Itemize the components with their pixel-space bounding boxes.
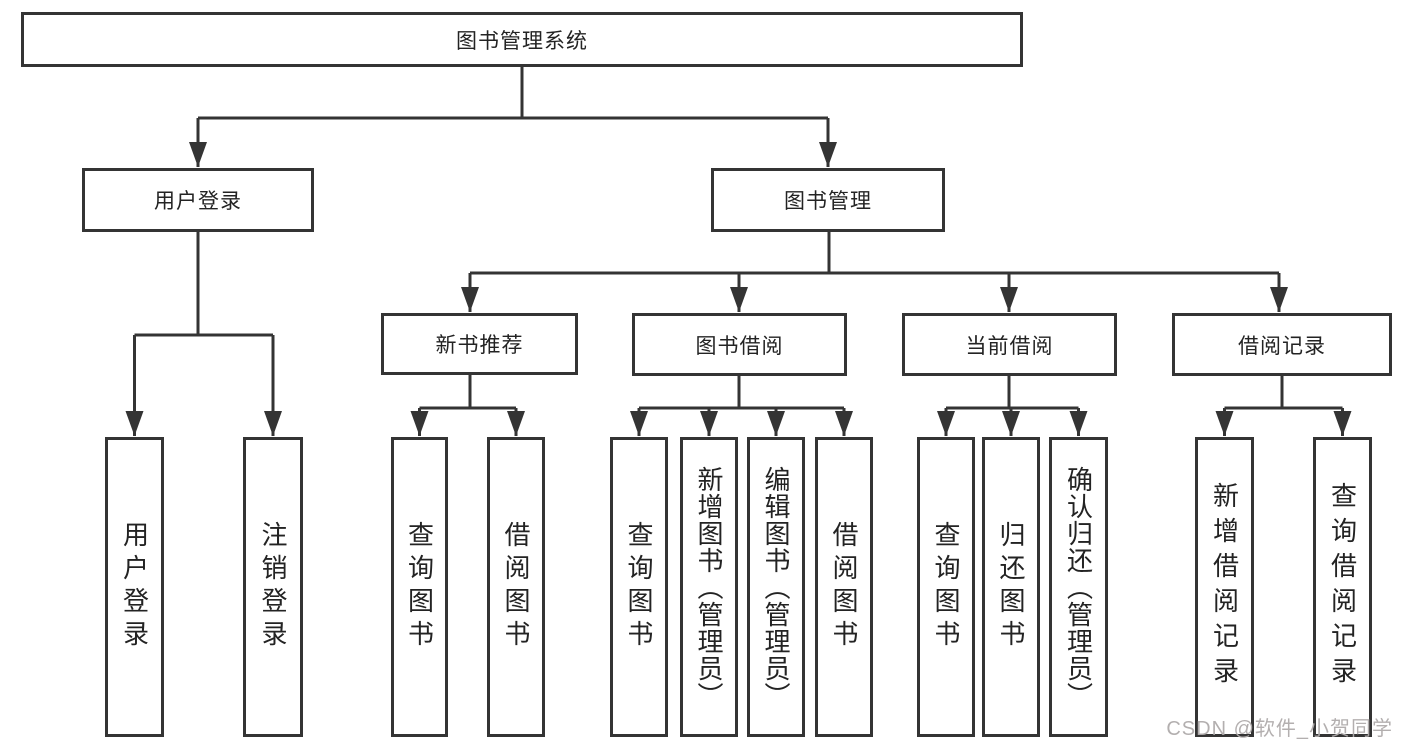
leaf-query-books-recommend-label: 查询图书 <box>404 521 435 653</box>
connector-trunks <box>134 67 1343 410</box>
leaf-query-books-borrow-label: 查询图书 <box>624 521 654 653</box>
leaf-query-books-recommend: 查询图书 <box>391 437 448 737</box>
leaf-return-book: 归还图书 <box>982 437 1040 737</box>
leaf-query-books-current-label: 查询图书 <box>931 521 961 653</box>
leaf-logout: 注销登录 <box>243 437 303 737</box>
node-library-system-label: 图书管理系统 <box>456 29 588 53</box>
node-user-login-group: 用户登录 <box>82 168 314 232</box>
watermark: CSDN @软件_小贺同学 <box>1166 718 1393 740</box>
leaf-add-book-admin: 新增图书（管理员） <box>680 437 738 737</box>
node-new-book-recommend-label: 新书推荐 <box>435 334 524 357</box>
leaf-borrow-books-borrow-label: 借阅图书 <box>829 521 859 653</box>
leaf-query-borrow-record: 查询借阅记录 <box>1313 437 1372 737</box>
leaf-return-book-label: 归还图书 <box>996 521 1026 653</box>
leaf-add-borrow-record: 新增借阅记录 <box>1195 437 1254 737</box>
leaf-borrow-books-borrow: 借阅图书 <box>815 437 873 737</box>
leaf-borrow-books-recommend: 借阅图书 <box>487 437 545 737</box>
leaf-add-borrow-record-label: 新增借阅记录 <box>1209 482 1240 692</box>
node-current-borrow: 当前借阅 <box>902 313 1117 376</box>
node-current-borrow-label: 当前借阅 <box>965 334 1054 358</box>
leaf-query-books-borrow: 查询图书 <box>610 437 668 737</box>
node-book-management-label: 图书管理 <box>784 190 872 213</box>
leaf-logout-label: 注销登录 <box>258 521 288 653</box>
leaf-user-login: 用户登录 <box>105 437 164 737</box>
leaf-query-borrow-record-label: 查询借阅记录 <box>1327 482 1358 692</box>
node-borrow-records-label: 借阅记录 <box>1238 334 1326 358</box>
node-new-book-recommend: 新书推荐 <box>381 313 578 375</box>
leaf-query-books-current: 查询图书 <box>917 437 975 737</box>
leaf-user-login-label: 用户登录 <box>119 521 150 653</box>
node-borrow-records: 借阅记录 <box>1172 313 1392 376</box>
leaf-confirm-return-admin: 确认归还（管理员） <box>1049 437 1108 737</box>
node-book-borrow: 图书借阅 <box>632 313 847 376</box>
connector-arrows <box>125 118 1352 436</box>
leaf-borrow-books-recommend-label: 借阅图书 <box>501 521 531 653</box>
node-user-login-group-label: 用户登录 <box>154 190 242 213</box>
leaf-add-book-admin-label: 新增图书（管理员） <box>694 465 724 709</box>
node-book-borrow-label: 图书借阅 <box>695 334 784 358</box>
node-library-system: 图书管理系统 <box>21 12 1023 67</box>
node-book-management: 图书管理 <box>711 168 945 232</box>
leaf-edit-book-admin: 编辑图书（管理员） <box>747 437 805 737</box>
leaf-confirm-return-admin-label: 确认归还（管理员） <box>1063 465 1094 709</box>
leaf-edit-book-admin-label: 编辑图书（管理员） <box>761 465 791 709</box>
